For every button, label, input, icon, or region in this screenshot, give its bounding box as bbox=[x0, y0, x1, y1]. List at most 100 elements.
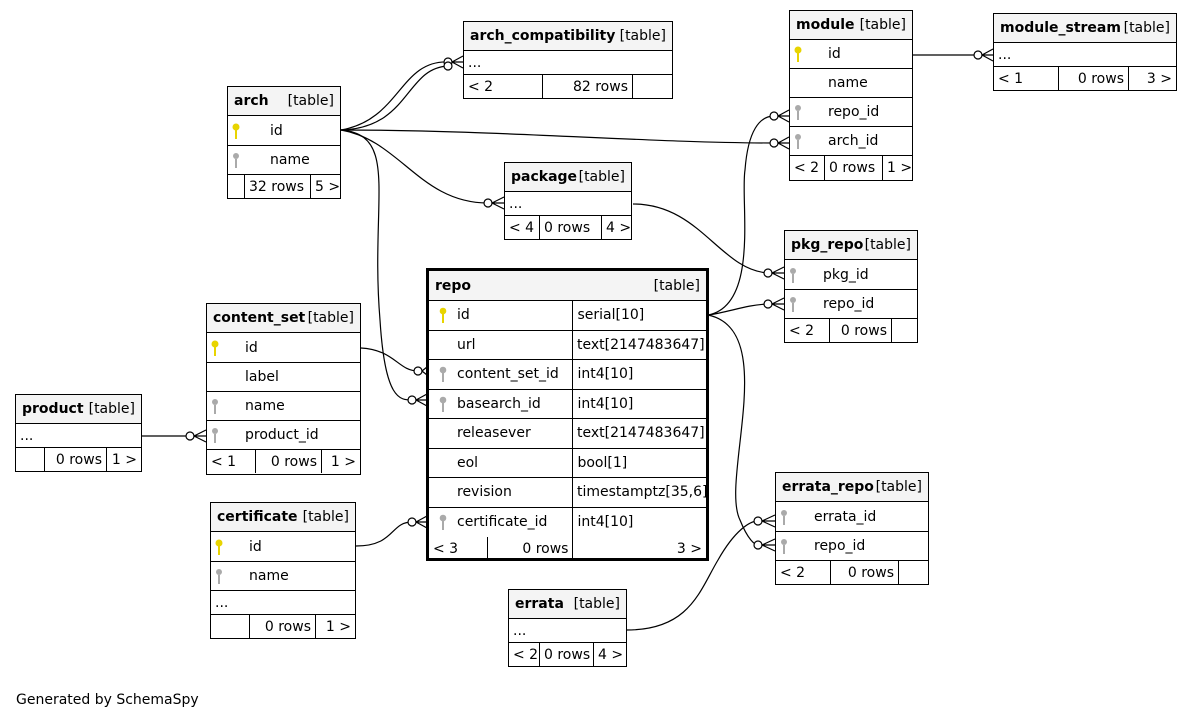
primary-key-icon bbox=[211, 539, 227, 555]
table-arch[interactable]: arch [table] id name 32 rows 5 > bbox=[227, 86, 341, 199]
table-package[interactable]: package [table] ... < 4 0 rows 4 > bbox=[504, 162, 632, 240]
foreign-key-icon bbox=[435, 366, 451, 383]
table-errata-repo[interactable]: errata_repo [table] errata_id repo_id < … bbox=[775, 472, 929, 585]
table-pkg-repo[interactable]: pkg_repo [table] pkg_id repo_id < 2 0 ro… bbox=[784, 230, 918, 343]
table-name: repo bbox=[435, 277, 472, 294]
table-name: errata bbox=[515, 596, 564, 612]
table-footer: < 2 0 rows 1 > bbox=[790, 156, 912, 180]
column-name: basearch_id bbox=[457, 395, 541, 412]
table-content-set[interactable]: content_set [table] id label name produc… bbox=[206, 303, 361, 475]
crowfoot-pkg-repo-repo bbox=[763, 297, 785, 311]
crowfoot-module-repo-id bbox=[769, 109, 790, 123]
column-row: pkg_id bbox=[785, 260, 917, 290]
column-name: id bbox=[828, 46, 841, 62]
ellipsis-row: ... bbox=[509, 619, 626, 643]
table-header: product [table] bbox=[16, 395, 141, 424]
column-row: basearch_id int4[10] bbox=[429, 389, 706, 419]
footer-row-count: 0 rows bbox=[249, 615, 315, 638]
table-type: [table] bbox=[302, 509, 349, 525]
table-footer: < 1 0 rows 1 > bbox=[207, 450, 360, 473]
table-footer: 32 rows 5 > bbox=[228, 175, 340, 198]
crowfoot-arch-compat-1 bbox=[443, 55, 464, 69]
table-footer: 0 rows 1 > bbox=[16, 448, 141, 471]
footer-parents: < 4 bbox=[509, 219, 535, 236]
edge-certificate-repo bbox=[355, 521, 413, 547]
table-arch-compatibility[interactable]: arch_compatibility [table] ... < 2 82 ro… bbox=[463, 21, 673, 99]
column-name: arch_id bbox=[828, 133, 879, 149]
column-row: name bbox=[228, 146, 340, 175]
primary-key-icon bbox=[207, 340, 223, 356]
crowfoot-arch-compat-2 bbox=[443, 61, 453, 71]
footer-children: 1 > bbox=[315, 615, 355, 638]
column-row: repo_id bbox=[776, 532, 928, 561]
foreign-key-icon bbox=[435, 396, 451, 412]
footer-children: 1 > bbox=[321, 450, 360, 473]
table-footer: 0 rows 1 > bbox=[211, 615, 355, 638]
footer-row-count: 0 rows bbox=[824, 156, 882, 180]
edge-package-pkg-repo bbox=[632, 203, 769, 274]
column-name: certificate_id bbox=[457, 514, 548, 531]
table-name: arch bbox=[234, 93, 269, 109]
foreign-key-icon bbox=[785, 296, 801, 312]
column-row: label bbox=[207, 363, 360, 392]
footer-parents: < 2 bbox=[789, 322, 815, 339]
column-type: text[2147483647] bbox=[572, 330, 706, 359]
footer-row-count: 0 rows bbox=[1058, 67, 1128, 90]
column-name: name bbox=[828, 75, 868, 91]
table-type: [table] bbox=[653, 277, 700, 294]
column-type: bool[1] bbox=[572, 448, 706, 477]
footer-children bbox=[898, 561, 928, 584]
crowfoot-content-set-product bbox=[185, 429, 207, 443]
table-type: [table] bbox=[859, 17, 906, 33]
table-footer: < 4 0 rows 4 > bbox=[505, 216, 631, 239]
footer-row-count: 0 rows bbox=[830, 561, 898, 584]
footer-parents: < 3 bbox=[433, 541, 459, 557]
column-row: id bbox=[228, 116, 340, 146]
column-name: id bbox=[245, 339, 258, 356]
table-footer: < 3 0 rows 3 > bbox=[429, 537, 706, 561]
foreign-key-icon bbox=[790, 104, 806, 120]
foreign-key-icon bbox=[211, 568, 227, 584]
table-type: [table] bbox=[287, 93, 334, 109]
table-name: module bbox=[796, 17, 855, 33]
table-header: repo [table] bbox=[429, 271, 706, 301]
table-product[interactable]: product [table] ... 0 rows 1 > bbox=[15, 394, 142, 472]
table-footer: < 2 82 rows bbox=[464, 75, 672, 98]
table-certificate[interactable]: certificate [table] id name ... 0 rows 1… bbox=[210, 502, 356, 639]
edge-repo-module bbox=[707, 115, 775, 316]
ellipsis-row: ... bbox=[211, 591, 355, 615]
footer-children: 1 > bbox=[106, 448, 141, 471]
crowfoot-package bbox=[483, 196, 505, 210]
footer-parents: < 2 bbox=[468, 78, 494, 95]
column-row: id bbox=[207, 333, 360, 363]
table-name: content_set bbox=[213, 310, 306, 326]
table-type: [table] bbox=[619, 28, 666, 44]
footer-row-count: 0 rows bbox=[539, 643, 593, 666]
table-module[interactable]: module [table] id name repo_id arch_id <… bbox=[789, 10, 913, 181]
crowfoot-module-stream bbox=[973, 48, 994, 62]
table-footer: < 2 0 rows bbox=[776, 561, 928, 584]
table-header: content_set [table] bbox=[207, 304, 360, 333]
table-module-stream[interactable]: module_stream [table] ... < 1 0 rows 3 > bbox=[993, 13, 1177, 91]
footer-row-count: 32 rows bbox=[244, 175, 310, 198]
column-name: revision bbox=[457, 484, 512, 501]
footer-parents: < 2 bbox=[513, 646, 539, 663]
footer-parents bbox=[16, 448, 44, 471]
footer-children: 4 > bbox=[593, 643, 626, 666]
table-type: [table] bbox=[875, 479, 922, 495]
edge-arch-package bbox=[340, 129, 489, 204]
column-type: int4[10] bbox=[572, 389, 706, 418]
table-errata[interactable]: errata [table] ... < 2 0 rows 4 > bbox=[508, 589, 627, 667]
footer-children bbox=[891, 319, 917, 342]
foreign-key-icon bbox=[790, 133, 806, 149]
column-row: repo_id bbox=[790, 98, 912, 127]
column-row: repo_id bbox=[785, 290, 917, 319]
foreign-key-icon bbox=[207, 398, 223, 414]
column-name: name bbox=[270, 152, 310, 168]
foreign-key-icon bbox=[207, 427, 223, 443]
